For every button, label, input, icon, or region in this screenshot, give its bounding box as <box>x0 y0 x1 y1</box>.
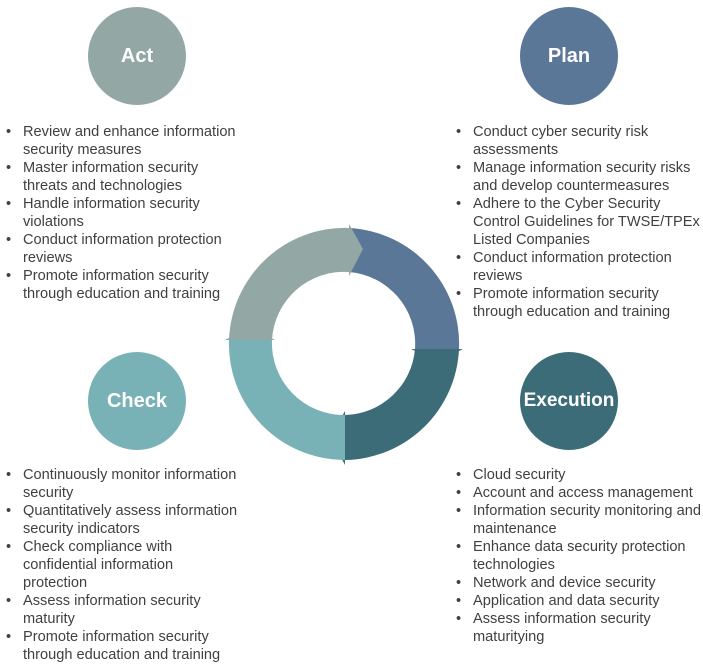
list-item: Master information security threats and … <box>6 159 241 195</box>
check-list: Continuously monitor information securit… <box>6 466 241 664</box>
list-item: Check compliance with confidential infor… <box>6 538 241 592</box>
list-item: Assess information security maturity <box>6 592 241 628</box>
list-item: Network and device security <box>456 574 701 592</box>
list-item: Promote information security through edu… <box>6 628 241 664</box>
list-item: Continuously monitor information securit… <box>6 466 241 502</box>
cycle-arrow-act <box>229 224 363 340</box>
execution-circle: Execution <box>520 352 618 450</box>
cycle-arrow-plan <box>349 228 463 363</box>
execution-title: Execution <box>523 390 615 411</box>
list-item: Manage information security risks and de… <box>456 159 701 195</box>
cycle-arrow-check <box>225 327 345 461</box>
act-title: Act <box>120 44 154 67</box>
list-item: Enhance data security protection technol… <box>456 538 701 574</box>
list-item: Conduct cyber security risk assessments <box>456 123 701 159</box>
list-item: Assess information security maturitying <box>456 610 701 646</box>
plan-circle: Plan <box>520 7 618 105</box>
check-circle: Check <box>88 352 186 450</box>
check-title: Check <box>106 389 168 412</box>
plan-list: Conduct cyber security risk assessments … <box>456 123 701 321</box>
list-item: Cloud security <box>456 466 701 484</box>
list-item: Handle information security violations <box>6 195 241 231</box>
list-item: Review and enhance information security … <box>6 123 241 159</box>
cycle-arrow-execution <box>330 349 459 465</box>
list-item: Adhere to the Cyber Security Control Gui… <box>456 195 701 249</box>
plan-title: Plan <box>547 44 591 67</box>
execution-list: Cloud security Account and access manage… <box>456 466 701 646</box>
list-item: Information security monitoring and main… <box>456 502 701 538</box>
list-item: Quantitatively assess information securi… <box>6 502 241 538</box>
act-circle: Act <box>88 7 186 105</box>
list-item: Conduct information protection reviews <box>6 231 241 267</box>
act-list: Review and enhance information security … <box>6 123 241 303</box>
list-item: Promote information security through edu… <box>6 267 241 303</box>
list-item: Conduct information protection reviews <box>456 249 701 285</box>
list-item: Account and access management <box>456 484 701 502</box>
list-item: Application and data security <box>456 592 701 610</box>
list-item: Promote information security through edu… <box>456 285 701 321</box>
